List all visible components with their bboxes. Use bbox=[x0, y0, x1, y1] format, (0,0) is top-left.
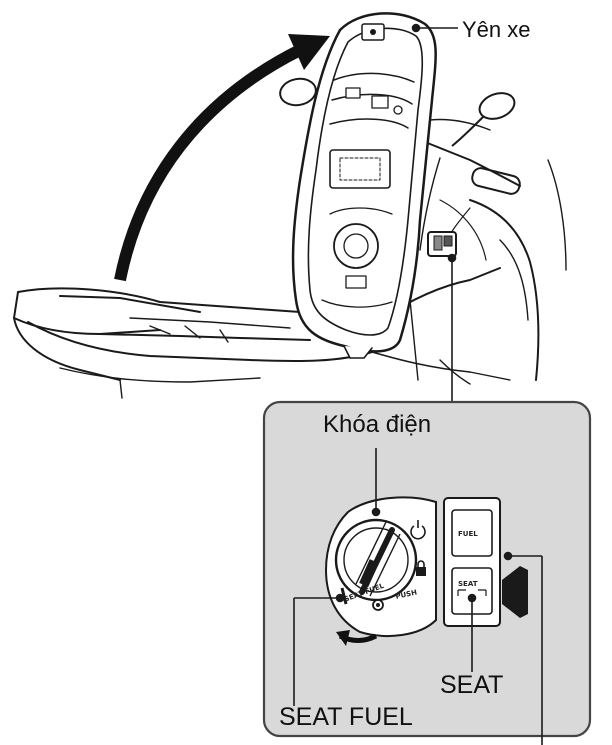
scooter-body bbox=[14, 119, 566, 398]
seat-fuel-position-label: SEAT FUEL bbox=[279, 704, 413, 730]
ignition-inset-panel: PUSH SEAT FUEL FUEL SEAT bbox=[264, 402, 590, 745]
fuel-button-marking: FUEL bbox=[458, 530, 478, 538]
seat-button-marking: SEAT bbox=[458, 580, 478, 588]
mirror-right bbox=[452, 89, 518, 146]
seat-cover-label: Yên xe bbox=[462, 17, 531, 43]
ignition-on-scooter bbox=[428, 232, 456, 256]
seat-button-label: SEAT bbox=[440, 672, 503, 698]
ignition-switch-label: Khóa điện bbox=[323, 412, 431, 438]
raised-seat bbox=[293, 13, 436, 358]
